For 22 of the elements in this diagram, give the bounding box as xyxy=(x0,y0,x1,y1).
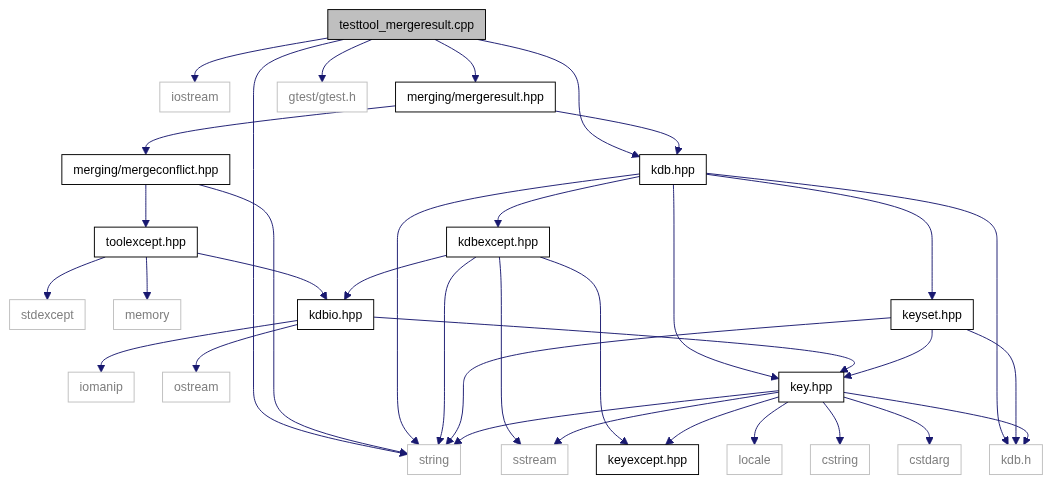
node-box: gtest/gtest.h xyxy=(276,82,368,113)
node-box: merging/mergeconflict.hpp xyxy=(61,154,231,186)
node-box: kdb.hpp xyxy=(639,154,707,186)
node-box: kdbexcept.hpp xyxy=(446,227,550,258)
node-box: iostream xyxy=(159,82,231,113)
node-box: cstdarg xyxy=(897,444,962,476)
node-box: ostream xyxy=(162,372,231,403)
node-box: memory xyxy=(113,299,182,331)
node-box: stdexcept xyxy=(9,299,86,331)
node-box: testtool_mergeresult.cpp xyxy=(327,9,486,41)
node-box: locale xyxy=(726,444,783,476)
node-box: key.hpp xyxy=(778,372,845,403)
node-box: sstream xyxy=(500,444,569,476)
node-box: iomanip xyxy=(67,372,135,403)
node-box: keyset.hpp xyxy=(890,299,974,331)
node-box: keyexcept.hpp xyxy=(595,444,700,476)
node-box: kdbio.hpp xyxy=(297,299,375,331)
node-box: kdb.h xyxy=(989,444,1043,476)
node-box: cstring xyxy=(809,444,870,476)
node-box: toolexcept.hpp xyxy=(93,227,198,258)
node-box: string xyxy=(407,444,461,476)
node-box: merging/mergeresult.hpp xyxy=(395,82,556,113)
